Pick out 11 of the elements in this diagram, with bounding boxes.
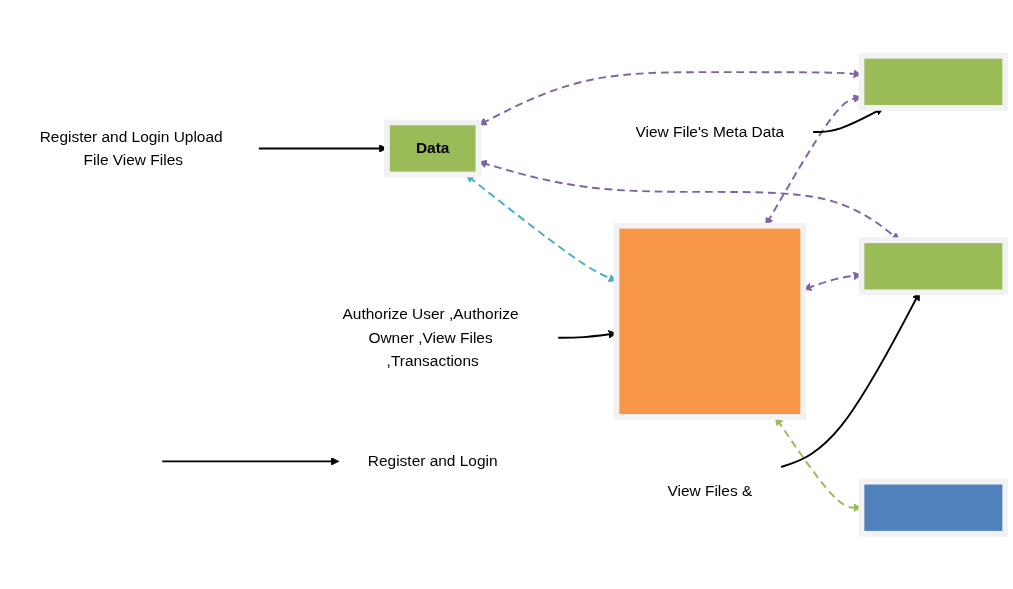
text-label: View Files & xyxy=(667,482,753,499)
text-label: Register and Login Upload File View Files xyxy=(39,127,223,168)
text-label: Authorize User ,Authorize Owner ,View Files ,Transactions xyxy=(342,305,519,369)
process-box xyxy=(613,222,807,420)
text-label: Register and Login xyxy=(367,452,498,469)
bar-shape xyxy=(858,237,1009,295)
process-box: Data xyxy=(384,119,482,178)
bar-shape xyxy=(858,52,1009,111)
bar-shape xyxy=(858,478,1009,537)
text-label: View File's Meta Data xyxy=(635,123,785,140)
arrow xyxy=(161,456,340,466)
